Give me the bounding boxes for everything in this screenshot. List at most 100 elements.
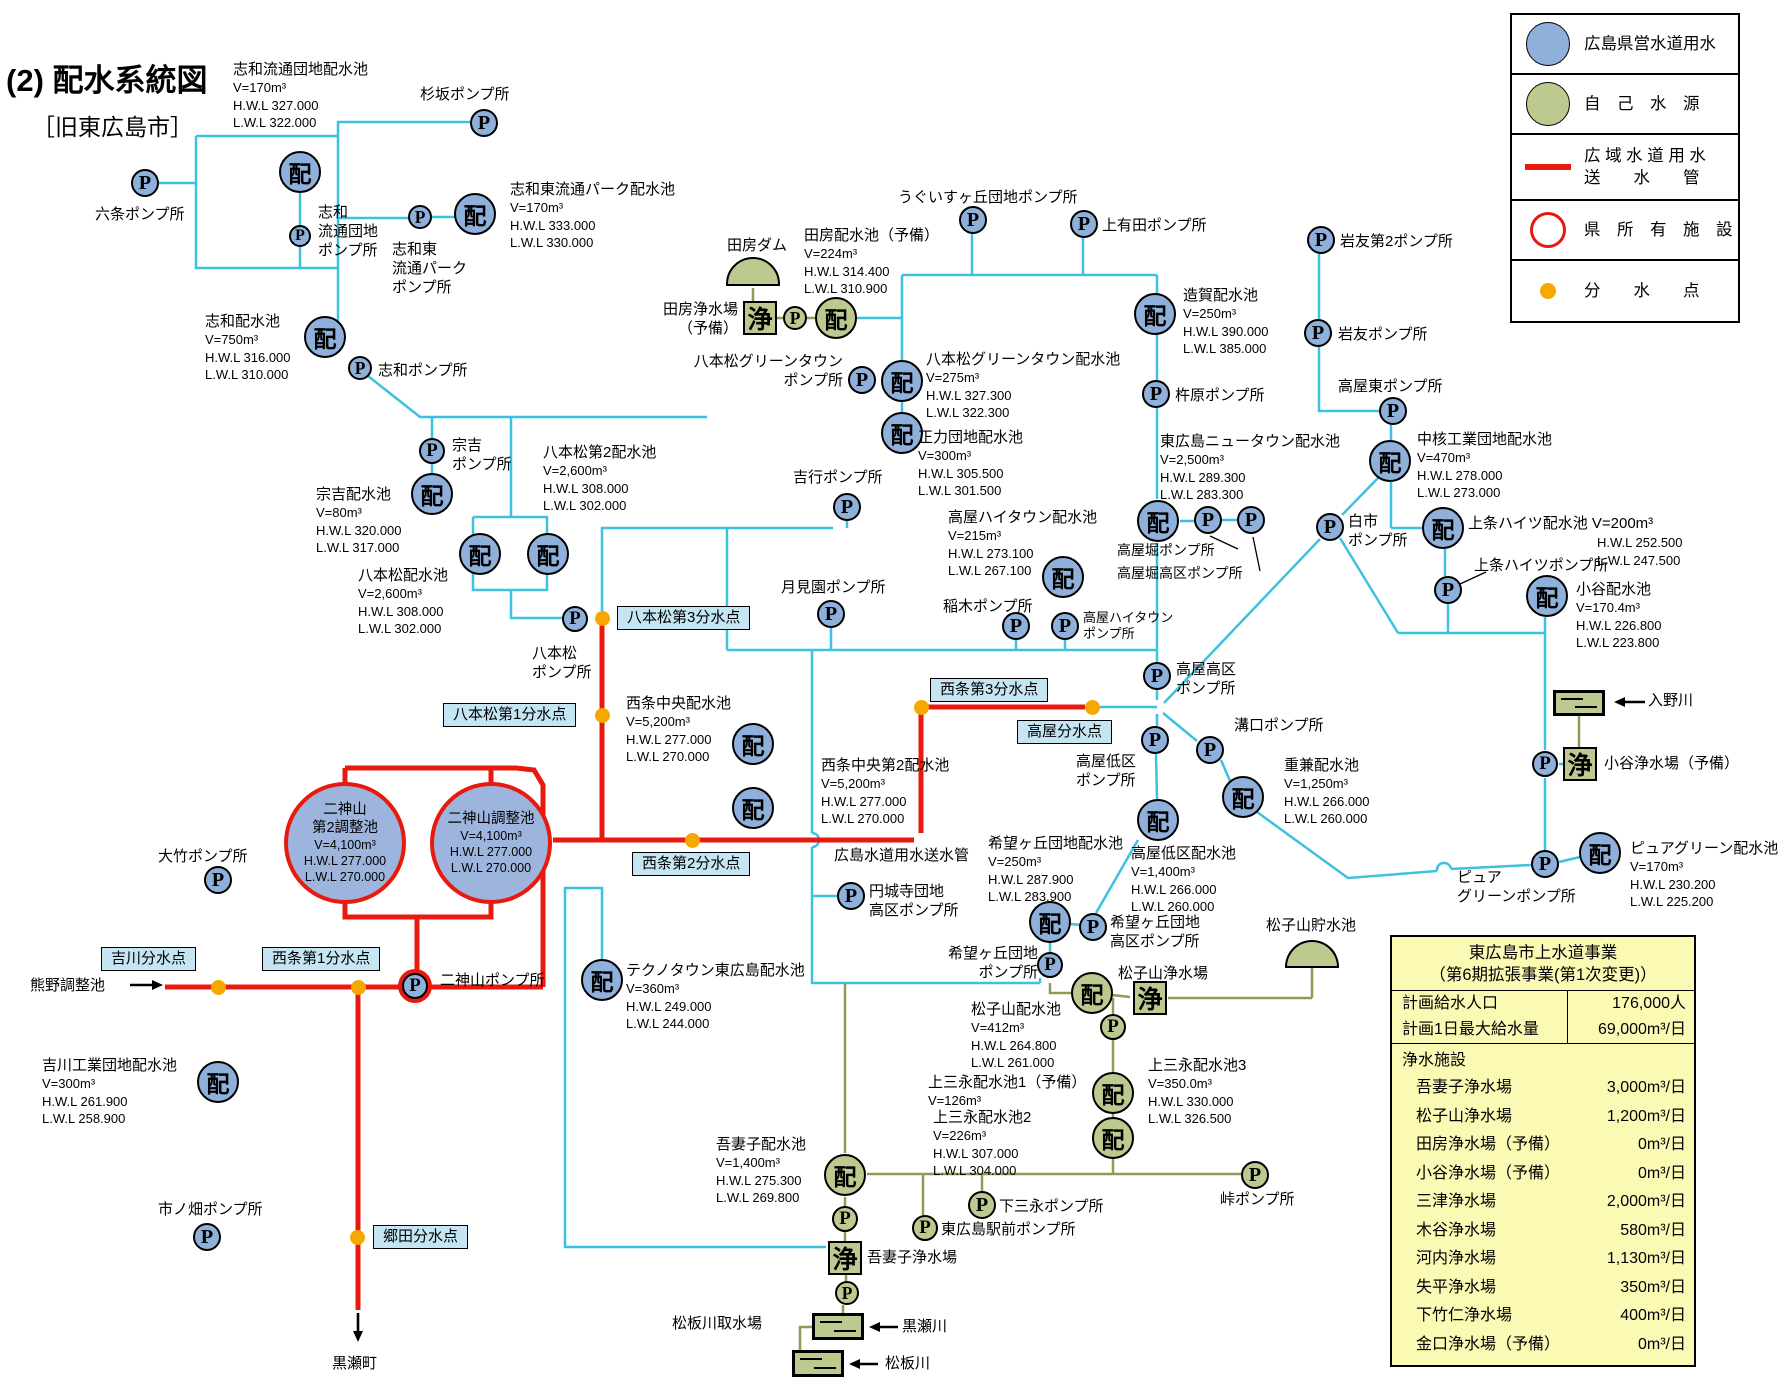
azumako-pump-1: P [832,1206,858,1232]
kurosegawa-label: 黒瀬川 [902,1318,948,1335]
shiwa-pump: P [348,356,372,380]
matsukoyama-info-value: L.W.L 261.000 [971,1055,1055,1070]
saijo-chuo2-info-name: 西条中央第2配水池 [821,757,950,774]
kibogaoka-info-value: L.W.L 283.900 [988,889,1072,904]
river-stroke-icon [834,1330,856,1332]
ekimae-label: 東広島駅前ポンプ所 [941,1221,1076,1238]
takaya-teiku-pump-label: 高屋低区 ポンプ所 [1076,753,1137,789]
tabusa-info-name: 田房配水池（予備） [804,227,940,244]
shiwahigashi-park-pump: P [408,205,432,229]
facility-name: 小谷浄水場（予備） [1416,1164,1561,1182]
zoka-info-value: H.W.L 390.000 [1183,323,1269,339]
technotown-info-value: L.W.L 244.000 [626,1016,710,1031]
facility-name: 吾妻子浄水場 [1416,1079,1513,1096]
legend-label: 広島県営水道用水 [1584,35,1716,53]
takayahigashi-label: 高屋東ポンプ所 [1338,378,1443,395]
kotani-res: 配 [1526,575,1568,617]
takaya-hightown-info-name: 高屋ハイタウン配水池 [948,509,1098,526]
legend-row-prefecture-water: 広島県営水道用水 [1512,15,1738,75]
kamijo-heights-pump: P [1434,576,1462,604]
pipe-cyan [367,375,707,419]
azumako-info-value: V=1,400m³ [716,1155,780,1170]
yoshikawa-info-value: L.W.L 258.900 [42,1111,126,1126]
chukaku-res: 配 [1369,440,1411,482]
legend-row-prefecture-facility: 県 所 有 施 設 [1512,201,1738,261]
inaki-label: 稲木ポンプ所 [943,598,1033,615]
kurosegawa-arrow [869,1322,898,1332]
takayabori-koku-pump-label: 高屋堀高区ポンプ所 [1117,565,1243,581]
kamiminaga1-info: 上三永配水池1（予備）V=126m³ [928,1073,1086,1110]
legend-label: 分 水 点 [1584,282,1700,300]
takaya-kouku-pump: P [1143,662,1171,690]
red-ring-icon [1512,212,1584,248]
kamiminaga2-info-value: L.W.L 304.000 [933,1163,1017,1178]
pipe-cyan [1317,347,1379,413]
iwatomo2-label: 岩友第2ポンプ所 [1340,233,1453,250]
waterworks-project-table: 東広島市上水道事業 （第6期拡張事業(第1次変更)） 計画給水人口 176,00… [1390,935,1696,1367]
shiwahigashi-park-info-value: V=170m³ [510,200,564,215]
facility-value: 400m³/日 [1620,1307,1686,1324]
shigekane-info-value: L.W.L 260.000 [1284,811,1368,826]
shiwa-info-name: 志和配水池 [205,313,281,330]
takaya-hightown-info-value: V=215m³ [948,528,1002,543]
tabusa-info-value: H.W.L 314.400 [804,263,890,279]
azumako-res: 配 [824,1154,866,1196]
kotani-info-value: H.W.L 226.800 [1576,617,1662,633]
futagamiyama-basin-line: L.W.L 270.000 [450,861,532,875]
hachihonmatsu-info-value: V=2,600m³ [358,586,422,601]
kamiarita-label: 上有田ポンプ所 [1102,217,1207,234]
uguisugaoka-pump: P [959,206,987,234]
plan-row: 計画給水人口 176,000人 [1392,991,1694,1017]
futagamiyama-pump-label: 二神山ポンプ所 [440,972,545,989]
gouda-branch: 郷田分水点 [373,1225,469,1249]
yoshiyuki-pump: P [833,493,861,521]
pipe-cyan [1341,476,1380,516]
futagamiyama2-basin-line: L.W.L 270.000 [304,870,386,884]
zoka-info-value: V=250m³ [1183,306,1237,321]
newtown-info-value: L.W.L 283.300 [1160,487,1244,502]
hachihonmatsu-greentown-info-value: V=275m³ [926,370,980,385]
facility-row: 田房浄水場（予備）0m³/日 [1392,1131,1694,1160]
azumako-plant: 浄 [828,1241,862,1275]
rokujo-pump: P [131,169,159,197]
technotown-info-value: V=360m³ [626,981,680,996]
futagamiyama2-basin-line: H.W.L 277.000 [303,854,387,868]
ichinohata-pump: P [193,1223,221,1251]
shiwa-ryutsu-info-value: V=170m³ [233,80,287,95]
facility-section-header: 浄水施設 [1402,1052,1467,1069]
iwatomo-label: 岩友ポンプ所 [1338,326,1428,343]
saijo1-branch: 西条第1分水点 [262,947,381,971]
futagamiyama-basin-line: 二神山調整池 [447,811,535,827]
sugisaka-label: 杉坂ポンプ所 [420,86,510,103]
kotani-plant: 浄 [1563,747,1597,781]
hachihonmatsu-greentown-info-name: 八本松グリーンタウン配水池 [926,351,1121,368]
yoshikawa-info-value: H.W.L 261.900 [42,1093,128,1109]
iwatomo2-pump: P [1307,226,1335,254]
shiwa-pump-label: 志和ポンプ所 [378,362,468,379]
kumano-label: 熊野調整池 [30,977,106,994]
inaki-pump: P [1002,612,1030,640]
matsukoyama-pump: P [1100,1014,1126,1040]
pipe-red [342,902,494,920]
puregreen-info-name: ピュアグリーン配水池 [1630,840,1779,857]
zoka-info-name: 造賀配水池 [1183,287,1259,304]
shiwa-ryutsu-info-value: H.W.L 327.000 [233,97,319,113]
pipe-black [1252,536,1261,572]
saijo-chuo-res-a: 配 [732,723,774,765]
yoshikawa-dot [210,979,226,995]
zoka-res: 配 [1134,293,1176,335]
kibogaoka-koku-label: 希望ヶ丘団地 高区ポンプ所 [1110,914,1201,950]
